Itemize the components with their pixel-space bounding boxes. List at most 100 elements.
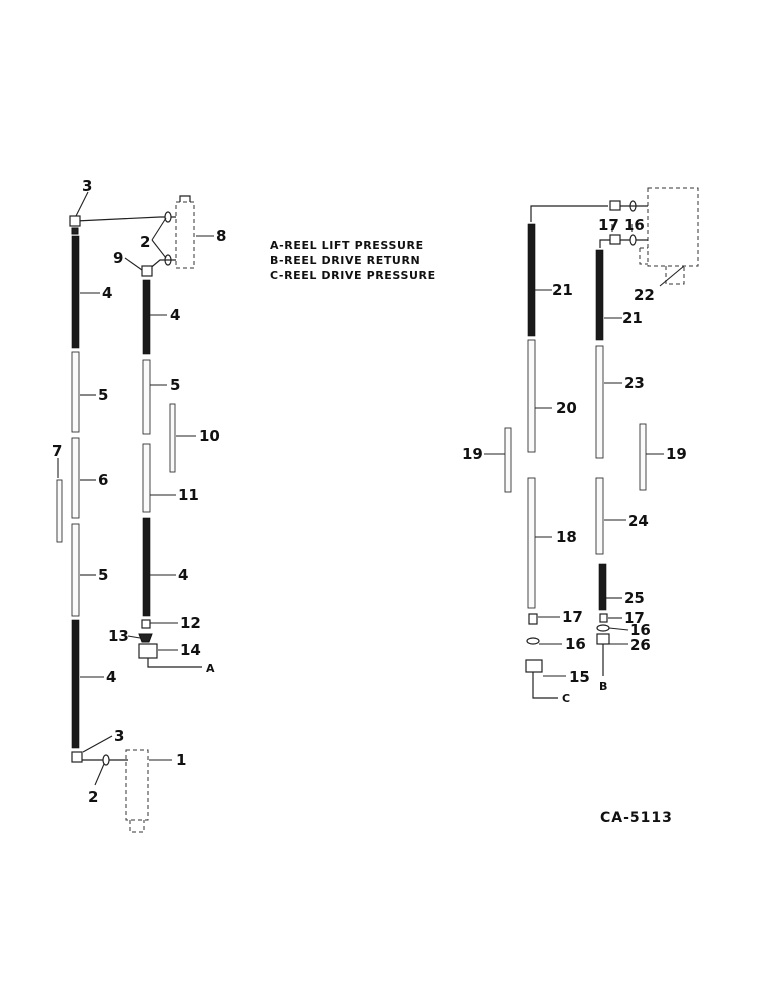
valve-8 (175, 201, 195, 269)
callout-6: 6 (98, 471, 108, 489)
callout-5-c: 5 (98, 566, 108, 584)
hose-21-right (595, 249, 604, 341)
fitting-17-lower-right (599, 613, 608, 623)
callout-24: 24 (628, 512, 649, 530)
elbow-9 (141, 265, 153, 277)
motor-22-shaft (665, 266, 685, 285)
elbow-fitting-top (69, 215, 81, 227)
callout-11: 11 (178, 486, 199, 504)
o-ring-valve-upper (164, 211, 172, 223)
elbow-fitting-bottom (71, 751, 83, 763)
callout-8: 8 (216, 227, 226, 245)
o-ring-16-second (629, 234, 637, 246)
tube-18 (527, 477, 536, 609)
line-a (147, 658, 202, 668)
callout-16-lower-left: 16 (565, 635, 586, 653)
callout-2-top: 2 (140, 233, 150, 251)
callout-12: 12 (180, 614, 201, 632)
tube-20 (527, 339, 536, 453)
callout-16-lower-right: 16 (630, 621, 651, 639)
line-c (532, 672, 558, 699)
callout-10: 10 (199, 427, 220, 445)
tube-23 (595, 345, 604, 459)
left-line-assembly (56, 215, 176, 833)
legend-c: C-REEL DRIVE PRESSURE (270, 269, 436, 282)
valve-14 (138, 643, 158, 659)
o-ring-16-lower-right (596, 624, 610, 632)
motor-22 (647, 187, 699, 267)
callout-17-lower-left: 17 (562, 608, 583, 626)
callout-5-a: 5 (98, 386, 108, 404)
cylinder-1-rod (129, 820, 145, 833)
right-line-assembly (504, 187, 699, 699)
callout-21-a: 21 (552, 281, 573, 299)
tube-6 (71, 437, 80, 519)
callout-line-b: B (599, 680, 607, 693)
tube-5-lower-left (71, 523, 80, 617)
callout-3-top: 3 (82, 177, 92, 195)
callout-4-d: 4 (106, 668, 116, 686)
o-ring-bottom (102, 754, 110, 766)
callout-labels: 3 2 8 9 4 4 5 5 10 7 6 11 5 4 12 13 14 A… (52, 177, 687, 806)
valve-15 (525, 659, 543, 673)
tube-11 (142, 443, 151, 513)
cylinder-1 (125, 749, 149, 821)
pipe-b-top-run (599, 239, 648, 248)
o-ring-16-lower-left (526, 637, 540, 645)
legend: A-REEL LIFT PRESSURE B-REEL DRIVE RETURN… (270, 239, 436, 282)
bracket-19-left (504, 427, 512, 493)
valve-8-group (164, 195, 195, 269)
callout-25: 25 (624, 589, 645, 607)
callout-21-b: 21 (622, 309, 643, 327)
pipe-top-run (75, 216, 176, 222)
fitting-17-second (609, 234, 621, 245)
fitting-12 (141, 619, 151, 629)
callout-1: 1 (176, 751, 186, 769)
pipe-c-top-run (530, 205, 608, 222)
callout-19-left: 19 (462, 445, 483, 463)
fitting-26 (596, 633, 610, 645)
hose-25 (598, 563, 607, 611)
drawing-id: CA-5113 (600, 810, 673, 826)
hose-4-lower-middle (142, 517, 151, 617)
bracket-19-right (639, 423, 647, 491)
callout-17-lower-right: 17 (624, 609, 645, 627)
bracket-7 (56, 479, 63, 543)
callout-20: 20 (556, 399, 577, 417)
hose-4-upper-left (71, 235, 80, 349)
motor-22-port (639, 247, 648, 265)
callout-line-a: A (206, 662, 215, 675)
callout-2-bottom: 2 (88, 788, 98, 806)
bracket-10 (169, 403, 176, 473)
hose-4-lower-left (71, 619, 80, 749)
fitting-13 (138, 633, 153, 643)
fitting-17-lower-left (528, 613, 538, 625)
callout-19-right: 19 (666, 445, 687, 463)
callout-9: 9 (113, 249, 123, 267)
tube-24 (595, 477, 604, 555)
callout-7: 7 (52, 442, 62, 460)
callout-26: 26 (630, 636, 651, 654)
tube-5-upper-left (71, 351, 80, 433)
tube-5-middle (142, 359, 151, 435)
middle-line-assembly (138, 259, 202, 668)
callout-23: 23 (624, 374, 645, 392)
leader-lines (57, 191, 685, 786)
hose-4-upper-middle (142, 279, 151, 355)
callout-4-b: 4 (170, 306, 180, 324)
callout-17-top: 17 (598, 216, 619, 234)
callout-15: 15 (569, 668, 590, 686)
callout-14: 14 (180, 641, 201, 659)
legend-b: B-REEL DRIVE RETURN (270, 254, 420, 267)
callout-line-c: C (562, 692, 570, 705)
coupler-top (71, 227, 79, 235)
legend-a: A-REEL LIFT PRESSURE (270, 239, 424, 252)
hose-21-left (527, 223, 536, 337)
callout-22: 22 (634, 286, 655, 304)
valve-8-cap (179, 195, 191, 202)
callout-13: 13 (108, 627, 129, 645)
callout-18: 18 (556, 528, 577, 546)
callout-16-top: 16 (624, 216, 645, 234)
fitting-17-top (609, 200, 621, 211)
